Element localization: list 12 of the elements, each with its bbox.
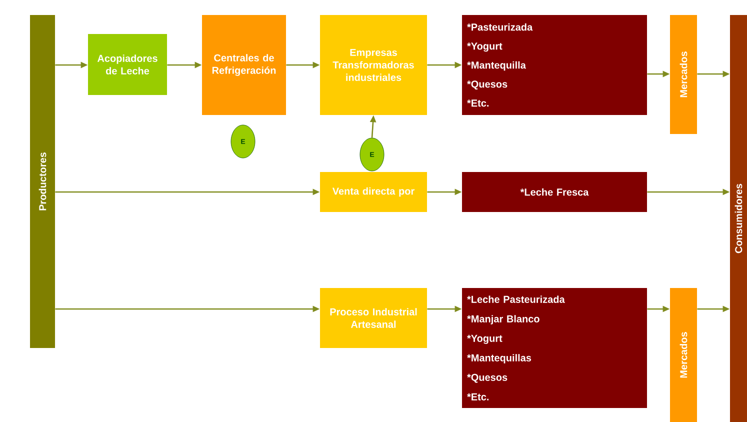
product-list-box: *Leche Pasteurizada *Manjar Blanco *Yogurt *Mantequillas *Quesos *Etc.: [462, 288, 647, 408]
vertical-bar: Consumidores: [730, 15, 747, 422]
vertical-bar: Mercados: [670, 15, 697, 134]
process-box: Venta directa por: [320, 172, 427, 212]
process-box: Acopiadores de Leche: [88, 34, 167, 95]
process-box: Centrales de Refrigeración: [202, 15, 286, 115]
process-box: Empresas Transformadoras industriales: [320, 15, 427, 115]
product-box: *Leche Fresca: [462, 172, 647, 212]
vertical-bar: Productores: [30, 15, 55, 348]
product-list-box: *Pasteurizada *Yogurt *Mantequilla *Quesos *Etc.: [462, 15, 647, 115]
process-box: Proceso Industrial Artesanal: [320, 288, 427, 348]
vertical-bar: Mercados: [670, 288, 697, 422]
